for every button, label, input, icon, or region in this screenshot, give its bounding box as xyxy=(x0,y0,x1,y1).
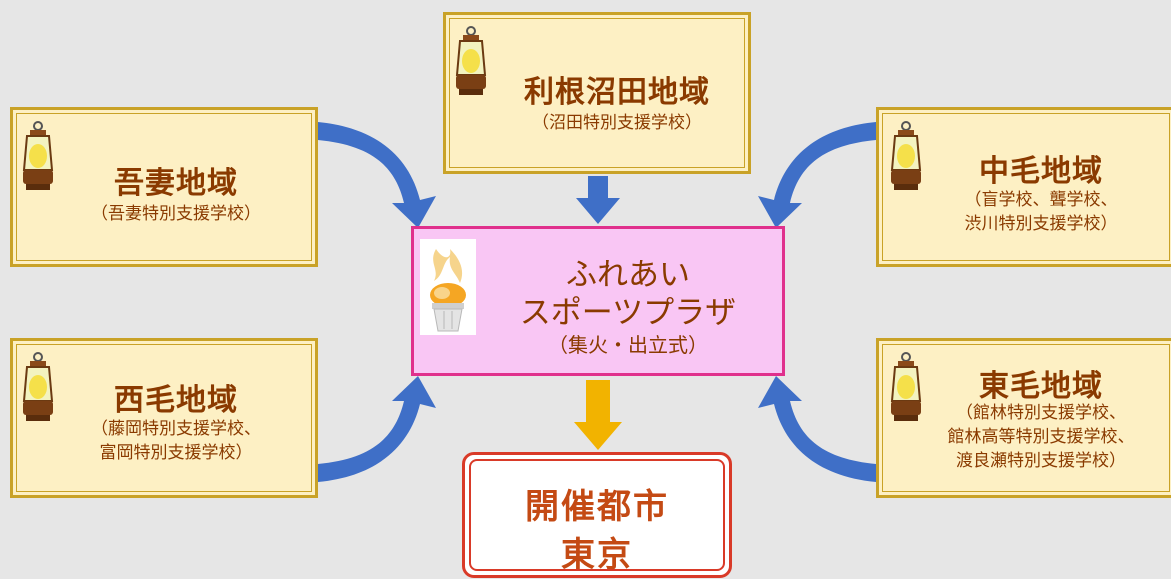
region-title: 東毛地域 xyxy=(979,369,1103,404)
torch-icon xyxy=(420,239,476,335)
plaza-line2: スポーツプラザ xyxy=(519,295,737,331)
region-seimo: 西毛地域 （藤岡特別支援学校、 富岡特別支援学校） xyxy=(10,338,318,498)
region-title: 吾妻地域 xyxy=(114,166,238,201)
region-title: 西毛地域 xyxy=(114,383,238,418)
lantern-icon xyxy=(455,26,487,95)
region-subtitle: （吾妻特別支援学校） xyxy=(91,204,261,224)
arrow-chumo-to-plaza xyxy=(758,122,876,228)
region-subtitle: （盲学校、聾学校、 渋川特別支援学校） xyxy=(964,190,1118,234)
arrow-tone-to-plaza xyxy=(576,176,620,224)
host-line1: 開催都市 xyxy=(525,487,669,527)
region-tone: 利根沼田地域 （沼田特別支援学校） xyxy=(443,12,751,174)
plaza-box: ふれあい スポーツプラザ （集火・出立式） xyxy=(411,226,785,376)
host-city-box: 開催都市 東京 xyxy=(462,452,732,578)
region-subtitle: （藤岡特別支援学校、 富岡特別支援学校） xyxy=(91,419,261,463)
region-agatsuma: 吾妻地域 （吾妻特別支援学校） xyxy=(10,107,318,267)
region-tomo: 東毛地域 （館林特別支援学校、 館林高等特別支援学校、 渡良瀬特別支援学校） xyxy=(876,338,1171,498)
arrow-agatsuma-to-plaza xyxy=(318,122,436,228)
arrow-plaza-to-host xyxy=(574,380,622,450)
lantern-icon xyxy=(890,352,922,421)
region-title: 中毛地域 xyxy=(979,154,1103,189)
arrow-tomo-to-plaza xyxy=(758,376,876,482)
plaza-line1: ふれあい xyxy=(566,257,690,293)
plaza-line3: （集火・出立式） xyxy=(548,333,708,357)
lantern-icon xyxy=(22,352,54,421)
region-chumo: 中毛地域 （盲学校、聾学校、 渋川特別支援学校） xyxy=(876,107,1171,267)
lantern-icon xyxy=(890,121,922,190)
region-subtitle: （館林特別支援学校、 館林高等特別支援学校、 渡良瀬特別支援学校） xyxy=(947,403,1135,471)
host-line2: 東京 xyxy=(561,535,633,575)
lantern-icon xyxy=(22,121,54,190)
region-title: 利根沼田地域 xyxy=(524,75,710,110)
arrow-seimo-to-plaza xyxy=(318,376,436,482)
region-subtitle: （沼田特別支援学校） xyxy=(532,113,702,133)
